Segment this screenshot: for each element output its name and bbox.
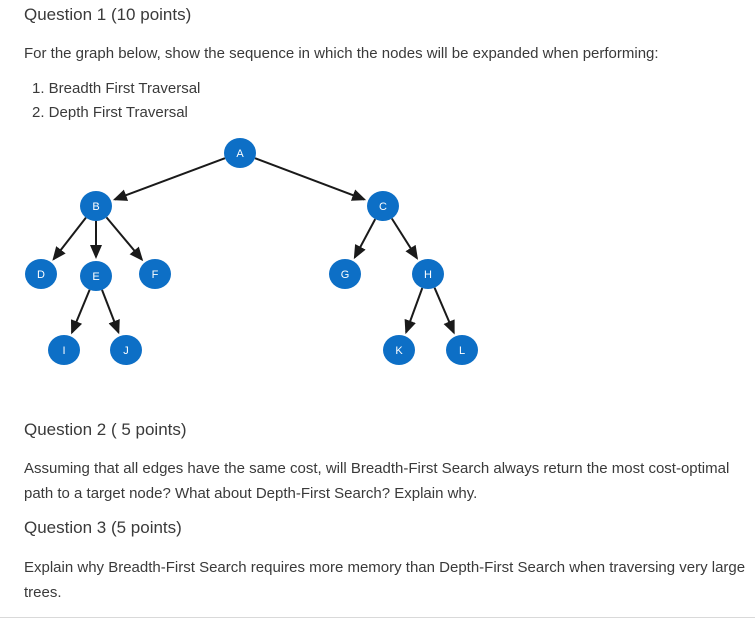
node-circle	[80, 261, 112, 291]
node-circle	[367, 191, 399, 221]
edge-b-d	[52, 217, 87, 261]
question-2-title: Question 2 ( 5 points)	[24, 420, 187, 439]
node-label: I	[62, 345, 65, 357]
node-circle	[110, 335, 142, 365]
node-a: A	[224, 138, 256, 168]
node-g: G	[329, 259, 361, 289]
node-label: G	[341, 269, 350, 281]
traversal-list: 1. Breadth First Traversal 2. Depth Firs…	[32, 77, 200, 125]
node-label: C	[379, 201, 387, 213]
edge-a-c	[254, 157, 367, 201]
edge-h-k	[404, 287, 424, 335]
node-h: H	[412, 259, 444, 289]
edge-a-b	[112, 157, 226, 201]
edge-e-j	[101, 289, 120, 335]
node-i: I	[48, 335, 80, 365]
node-d: D	[25, 259, 57, 289]
node-l: L	[446, 335, 478, 365]
node-label: E	[92, 271, 99, 283]
list-item: 1. Breadth First Traversal	[32, 80, 201, 97]
node-label: L	[459, 345, 465, 357]
node-b: B	[80, 191, 112, 221]
edge-b-f	[105, 216, 144, 262]
edge-h-l	[433, 287, 455, 335]
question-1-prompt: For the graph below, show the sequence i…	[24, 45, 659, 62]
node-k: K	[383, 335, 415, 365]
edge-c-g	[353, 218, 377, 260]
node-circle	[329, 259, 361, 289]
node-circle	[224, 138, 256, 168]
tree-graph: A B C D E F G H I J K L	[25, 138, 478, 365]
question-3-title: Question 3 (5 points)	[24, 518, 182, 537]
question-1-title: Question 1 (10 points)	[24, 5, 192, 24]
node-e: E	[80, 261, 112, 291]
node-label: D	[37, 269, 45, 281]
node-label: F	[152, 269, 159, 281]
node-circle	[446, 335, 478, 365]
edge-e-i	[70, 289, 91, 335]
node-circle	[48, 335, 80, 365]
node-circle	[25, 259, 57, 289]
node-c: C	[367, 191, 399, 221]
node-circle	[383, 335, 415, 365]
node-j: J	[110, 335, 142, 365]
node-label: J	[123, 345, 129, 357]
edge-c-h	[390, 217, 419, 260]
node-label: K	[395, 345, 403, 357]
question-3-text: Explain why Breadth-First Search require…	[24, 559, 746, 601]
node-circle	[139, 259, 171, 289]
node-label: H	[424, 269, 432, 281]
node-label: A	[236, 148, 244, 160]
node-label: B	[92, 201, 99, 213]
node-f: F	[139, 259, 171, 289]
node-circle	[412, 259, 444, 289]
list-item: 2. Depth First Traversal	[32, 104, 188, 121]
node-circle	[80, 191, 112, 221]
question-2-text: Assuming that all edges have the same co…	[24, 460, 730, 502]
